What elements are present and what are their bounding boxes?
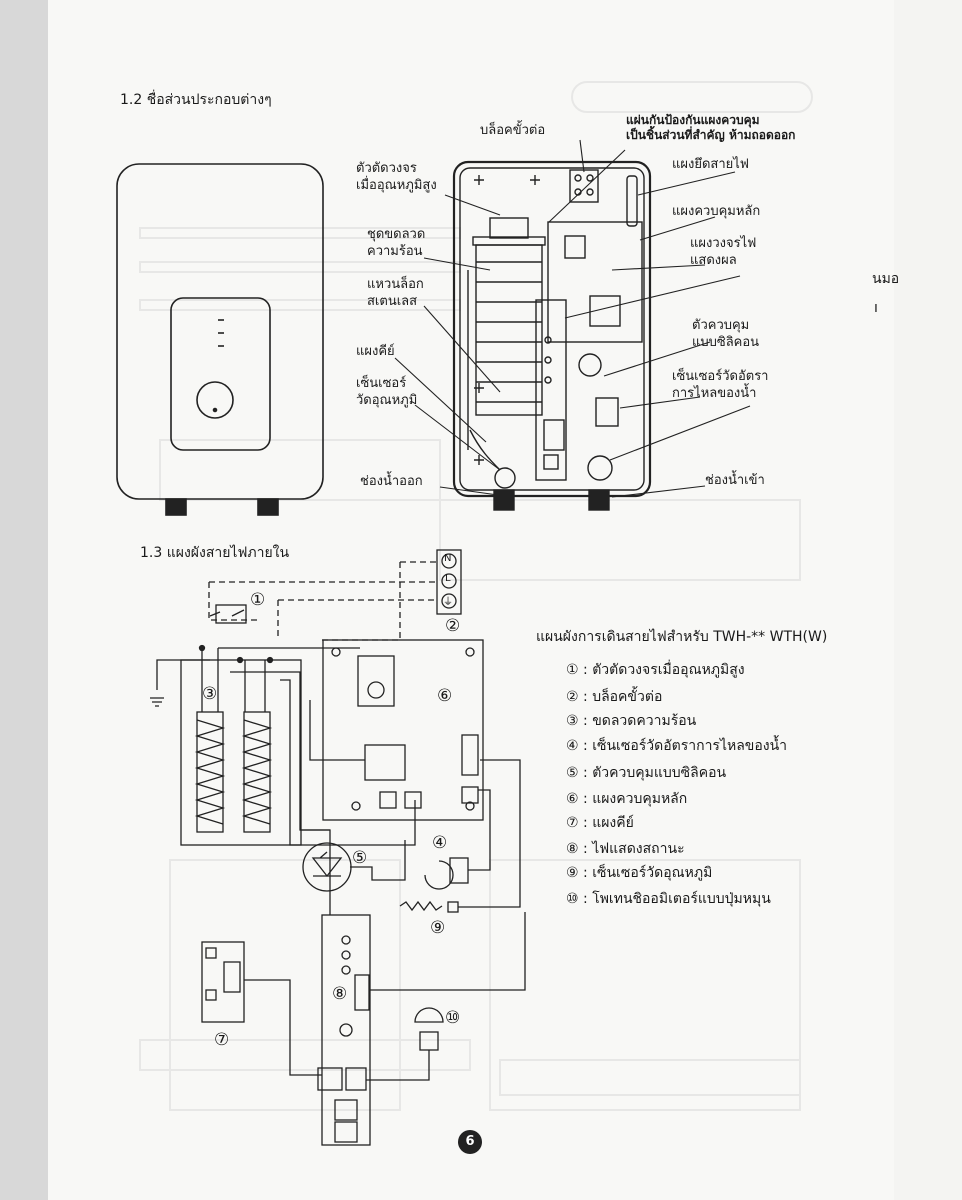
legend-text: ขดลวดความร้อน <box>592 713 697 729</box>
scan-left-band <box>0 0 48 1200</box>
label-cable-clamp: แผงยึดสายไฟ <box>672 157 749 172</box>
legend-text: แผงควบคุมหลัก <box>592 791 688 807</box>
legend-number: ⑦ <box>566 815 579 831</box>
legend-item: ① : ตัวตัดวงจรเมื่ออุณหภูมิสูง <box>566 659 745 681</box>
legend-number: ① <box>566 662 579 678</box>
legend-separator: : <box>583 662 588 678</box>
label-display-board: แผงวงจรไฟ แสดงผล <box>690 236 757 268</box>
legend-number: ⑩ <box>566 891 579 907</box>
label-temp-sensor: เซ็นเซอร์ วัดอุณหภูมิ <box>356 376 418 408</box>
legend-separator: : <box>583 713 588 729</box>
legend-item: ⑩ : โพเทนชิออมิเตอร์แบบปุ่มหมุน <box>566 888 771 910</box>
legend-text: บล็อคขั้วต่อ <box>592 689 663 705</box>
legend-separator: : <box>583 841 588 857</box>
legend-text: แผงคีย์ <box>592 815 634 831</box>
legend-number: ⑨ <box>566 865 579 881</box>
legend-item: ② : บล็อคขั้วต่อ <box>566 686 662 708</box>
diagram-number-5: ⑤ <box>352 848 368 868</box>
legend-item: ⑨ : เซ็นเซอร์วัดอุณหภูมิ <box>566 862 712 884</box>
section-1-2-title: 1.2 ชื่อส่วนประกอบต่างๆ <box>120 92 272 108</box>
label-keypad: แผงคีย์ <box>356 344 395 359</box>
label-water-inlet: ช่องน้ำเข้า <box>705 473 765 488</box>
diagram-number-3: ③ <box>202 684 218 704</box>
legend-item: ⑥ : แผงควบคุมหลัก <box>566 788 687 810</box>
label-flow-sensor: เซ็นเซอร์วัดอัตรา การไหลของน้ำ <box>672 369 769 401</box>
legend-number: ② <box>566 689 579 705</box>
legend-number: ③ <box>566 713 579 729</box>
diagram-number-9: ⑨ <box>430 918 446 938</box>
legend-separator: : <box>583 765 588 781</box>
legend-separator: : <box>583 689 588 705</box>
heater-internal-view <box>452 160 652 511</box>
legend-item: ③ : ขดลวดความร้อน <box>566 710 696 732</box>
label-main-board: แผงควบคุมหลัก <box>672 204 761 219</box>
label-stainless-ring: แหวนล็อก สเตนเลส <box>367 277 424 309</box>
legend-item: ⑦ : แผงคีย์ <box>566 812 634 834</box>
legend-number: ⑧ <box>566 841 579 857</box>
legend-separator: : <box>583 865 588 881</box>
label-heater-coil: ชุดขดลวด ความร้อน <box>367 227 426 259</box>
terminal-mark-ground: ⏚ <box>443 597 453 608</box>
label-silicon-controller: ตัวควบคุม แบบซิลิคอน <box>692 318 760 350</box>
legend-text: เซ็นเซอร์วัดอุณหภูมิ <box>592 865 713 881</box>
legend-item: ④ : เซ็นเซอร์วัดอัตราการไหลของน้ำ <box>566 735 787 757</box>
legend-number: ⑤ <box>566 765 579 781</box>
legend-number: ⑥ <box>566 791 579 807</box>
scan-right-strip <box>894 0 962 1200</box>
diagram-number-2: ② <box>445 616 461 636</box>
legend-separator: : <box>583 815 588 831</box>
label-terminal-block: บล็อคขั้วต่อ <box>480 123 546 138</box>
legend-text: โพเทนชิออมิเตอร์แบบปุ่มหมุน <box>592 891 771 907</box>
diagram-number-10: ⑩ <box>445 1008 461 1028</box>
label-control-shield: แผ่นกันป้องกันแผงควบคุม เป็นชิ้นส่วนที่ส… <box>626 113 796 142</box>
manual-page <box>48 0 894 1200</box>
side-text-1: นมอ <box>872 271 900 287</box>
heater-front-view <box>116 163 324 516</box>
diagram-number-4: ④ <box>432 833 448 853</box>
label-water-outlet: ช่องน้ำออก <box>360 474 423 489</box>
side-text-2: ı <box>874 300 878 316</box>
legend-separator: : <box>583 738 588 754</box>
section-1-3-title: 1.3 แผงผังสายไฟภายใน <box>140 545 290 561</box>
legend-text: ตัวควบคุมแบบซิลิคอน <box>592 765 727 781</box>
legend-separator: : <box>583 891 588 907</box>
page-number: 6 <box>458 1130 482 1154</box>
legend-text: ตัวตัดวงจรเมื่ออุณหภูมิสูง <box>592 662 745 678</box>
legend-number: ④ <box>566 738 579 754</box>
legend-text: เซ็นเซอร์วัดอัตราการไหลของน้ำ <box>592 738 788 754</box>
legend-separator: : <box>583 791 588 807</box>
terminal-mark-n: N <box>444 553 452 564</box>
diagram-number-6: ⑥ <box>437 686 453 706</box>
label-thermal-cutoff: ตัวตัดวงจร เมื่ออุณหภูมิสูง <box>356 161 437 193</box>
terminal-mark-l: L <box>445 573 451 584</box>
diagram-number-8: ⑧ <box>332 984 348 1004</box>
leader-lines <box>394 139 751 498</box>
legend-text: ไฟแสดงสถานะ <box>592 841 685 857</box>
diagram-number-1: ① <box>250 590 266 610</box>
legend-item: ⑧ : ไฟแสดงสถานะ <box>566 838 685 860</box>
diagram-number-7: ⑦ <box>214 1030 230 1050</box>
wiring-title: แผนผังการเดินสายไฟสำหรับ TWH-** WTH(W) <box>536 629 828 645</box>
wiring-diagram <box>150 549 526 1146</box>
legend-item: ⑤ : ตัวควบคุมแบบซิลิคอน <box>566 762 726 784</box>
